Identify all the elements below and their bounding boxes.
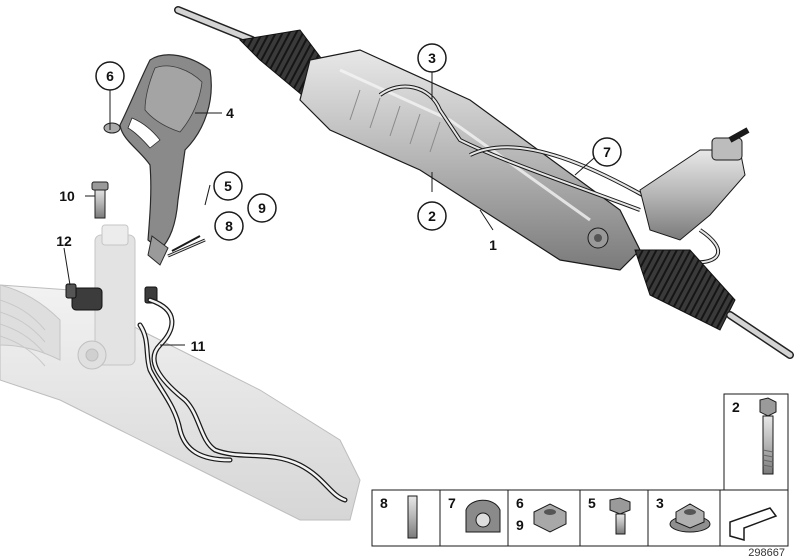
label-10[interactable]: 10	[59, 188, 75, 204]
ghost-steering-gear	[0, 224, 361, 521]
legend-bracket: 7	[448, 495, 501, 533]
svg-text:6: 6	[516, 495, 524, 511]
svg-text:8: 8	[380, 495, 388, 511]
pipe-line-11	[137, 297, 348, 503]
callout-5[interactable]: 5	[213, 171, 243, 201]
svg-text:2: 2	[732, 399, 740, 415]
svg-text:2: 2	[428, 208, 436, 224]
svg-text:8: 8	[225, 218, 233, 234]
legend-strip	[371, 489, 789, 547]
svg-text:5: 5	[588, 495, 596, 511]
bolt-10	[91, 181, 109, 219]
svg-text:9: 9	[516, 517, 524, 533]
callout-9[interactable]: 9	[247, 193, 277, 223]
svg-text:5: 5	[224, 178, 232, 194]
steering-rack	[174, 6, 794, 359]
svg-text:9: 9	[258, 200, 266, 216]
label-12[interactable]: 12	[56, 233, 72, 249]
legend-stud: 8	[380, 495, 418, 539]
nut-6	[103, 122, 121, 134]
small-fasteners	[167, 235, 206, 258]
leader-lines	[63, 72, 595, 346]
label-4[interactable]: 4	[226, 105, 234, 121]
callout-7[interactable]: 7	[592, 137, 622, 167]
label-11[interactable]: 11	[191, 338, 206, 354]
label-1[interactable]: 1	[489, 237, 497, 253]
legend-nuts: 6 9	[516, 495, 567, 533]
callout-6[interactable]: 6	[95, 61, 125, 91]
reference-number: 298667	[748, 547, 785, 559]
svg-text:6: 6	[106, 68, 114, 84]
svg-text:3: 3	[656, 495, 664, 511]
arrow-icon	[729, 507, 778, 541]
svg-text:7: 7	[448, 495, 456, 511]
callout-3[interactable]: 3	[417, 43, 447, 73]
callout-2[interactable]: 2	[417, 201, 447, 231]
svg-text:7: 7	[603, 144, 611, 160]
legend-flange-nut: 3	[656, 495, 711, 533]
legend-bolt-short: 5	[588, 495, 631, 535]
callout-8[interactable]: 8	[214, 211, 244, 241]
heat-shield	[119, 54, 212, 266]
svg-text:3: 3	[428, 50, 436, 66]
legend-bolt-long: 2	[723, 393, 789, 491]
